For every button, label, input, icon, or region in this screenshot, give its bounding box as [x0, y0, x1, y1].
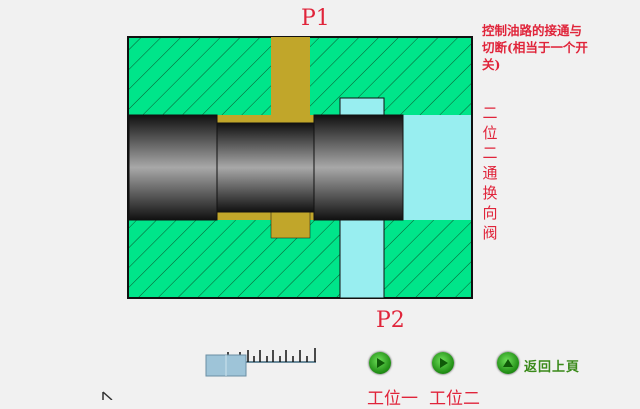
port-p2-label: P2 — [376, 308, 405, 333]
speed-slider[interactable] — [205, 348, 316, 377]
position2-play-button[interactable] — [432, 352, 454, 374]
valve-diagram — [102, 36, 473, 400]
up-arrow-icon — [503, 359, 513, 367]
port-p1-label: P1 — [301, 6, 330, 31]
p2-channel — [339, 219, 385, 299]
position2-label[interactable]: 工位二 — [429, 389, 480, 409]
spool-right — [313, 114, 404, 221]
back-link[interactable]: 返回上頁 — [524, 360, 581, 375]
play-icon — [440, 358, 448, 368]
spool-middle — [216, 122, 315, 213]
position1-label[interactable]: 工位一 — [367, 389, 418, 409]
spool-left — [128, 114, 218, 221]
play-icon — [377, 358, 385, 368]
description-text: 控制油路的接通与切断(相当于一个开关) — [482, 23, 588, 72]
p1-channel — [271, 37, 310, 117]
back-button[interactable] — [497, 352, 519, 374]
p2-notch — [339, 97, 385, 117]
p2-chamber — [403, 115, 471, 220]
mouse-cursor-icon — [102, 391, 113, 400]
position1-play-button[interactable] — [369, 352, 391, 374]
valve-title: 二位二通换向阀 — [482, 104, 498, 242]
p1-lower-channel — [270, 211, 311, 239]
